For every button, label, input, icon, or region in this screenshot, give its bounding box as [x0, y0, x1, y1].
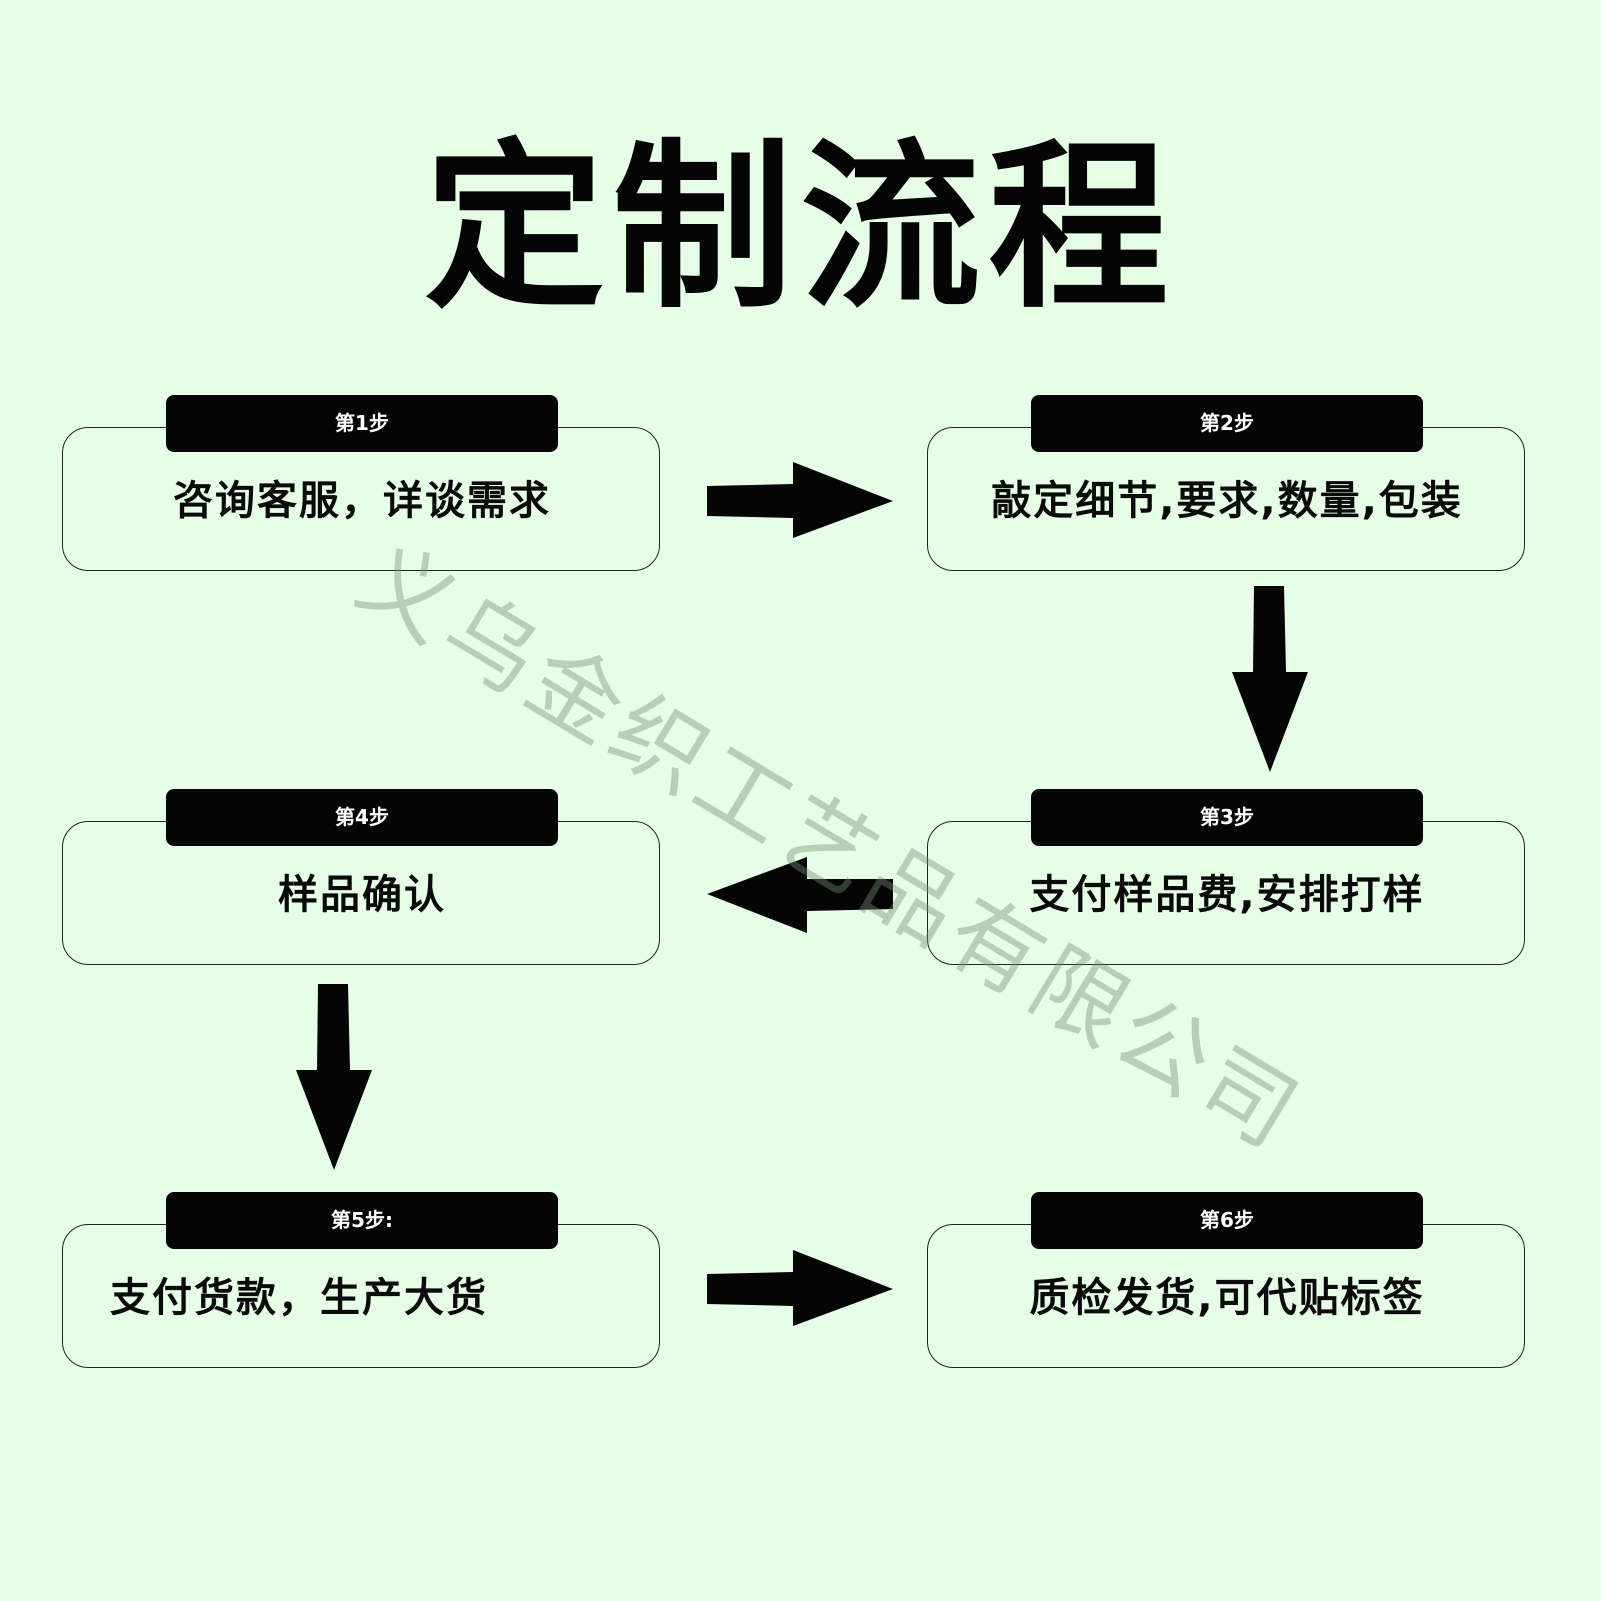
step-2: 第2步 敲定细节,要求,数量,包装 — [927, 395, 1527, 573]
step-4-tag: 第4步 — [166, 789, 558, 846]
step-5: 第5步: 支付货款，生产大货 — [62, 1192, 662, 1370]
step-3-tag: 第3步 — [1031, 789, 1423, 846]
arrow-step2-to-step3 — [1232, 586, 1308, 772]
arrow-step3-to-step4 — [707, 857, 893, 933]
arrow-step1-to-step2 — [707, 462, 893, 538]
step-3: 第3步 支付样品费,安排打样 — [927, 789, 1527, 967]
step-1-text: 咨询客服，详谈需求 — [173, 478, 551, 524]
step-2-tag: 第2步 — [1031, 395, 1423, 452]
arrow-down-shape — [296, 984, 372, 1170]
step-6-tag: 第6步 — [1031, 1192, 1423, 1249]
step-4-text: 样品确认 — [278, 872, 446, 918]
arrow-step4-to-step5 — [296, 984, 372, 1170]
page-title: 定制流程 — [424, 122, 1177, 333]
step-6: 第6步 质检发货,可代贴标签 — [927, 1192, 1527, 1370]
step-3-text: 支付样品费,安排打样 — [1029, 872, 1425, 918]
step-5-text: 支付货款，生产大货 — [110, 1275, 488, 1321]
step-1-tag: 第1步 — [166, 395, 558, 452]
step-1: 第1步 咨询客服，详谈需求 — [62, 395, 662, 573]
step-2-text: 敲定细节,要求,数量,包装 — [991, 478, 1463, 524]
arrow-right-shape — [707, 1250, 893, 1326]
step-5-tag: 第5步: — [166, 1192, 558, 1249]
step-6-text: 质检发货,可代贴标签 — [1029, 1275, 1425, 1321]
arrow-step5-to-step6 — [707, 1250, 893, 1326]
arrow-right-shape — [707, 462, 893, 538]
arrow-left-shape — [707, 857, 893, 933]
step-4: 第4步 样品确认 — [62, 789, 662, 967]
arrow-down-shape — [1232, 586, 1308, 772]
